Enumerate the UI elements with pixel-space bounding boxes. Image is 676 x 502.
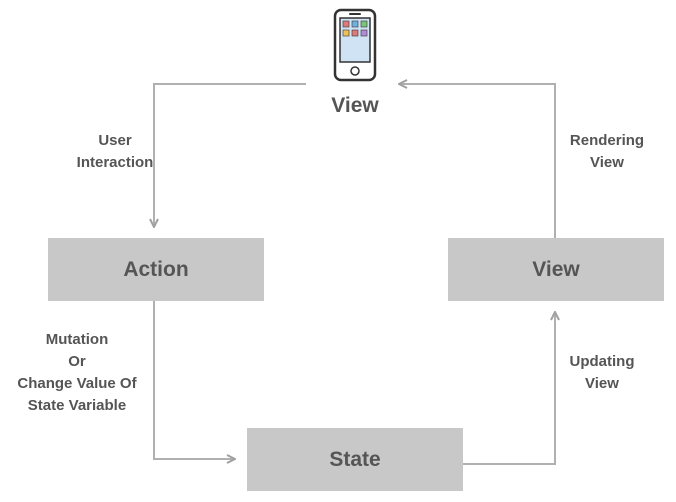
- connector-state-to-view: [463, 313, 555, 465]
- updating-view-label: Updating View: [569, 353, 635, 392]
- action-box: Action: [48, 238, 264, 301]
- user-interaction-label: User Interaction: [76, 132, 154, 171]
- view-box: View: [448, 238, 664, 301]
- connector-action-to-state: [153, 301, 234, 459]
- connector-view-to-action: [154, 83, 306, 226]
- smartphone-icon: [333, 8, 377, 82]
- rendering-view-label: Rendering View: [569, 132, 645, 171]
- top-view-label: View: [331, 94, 379, 117]
- connector-view-to-top-view: [400, 84, 556, 238]
- mutation-label: Mutation Or Change Value Of State Variab…: [17, 331, 137, 414]
- state-box: State: [247, 428, 463, 491]
